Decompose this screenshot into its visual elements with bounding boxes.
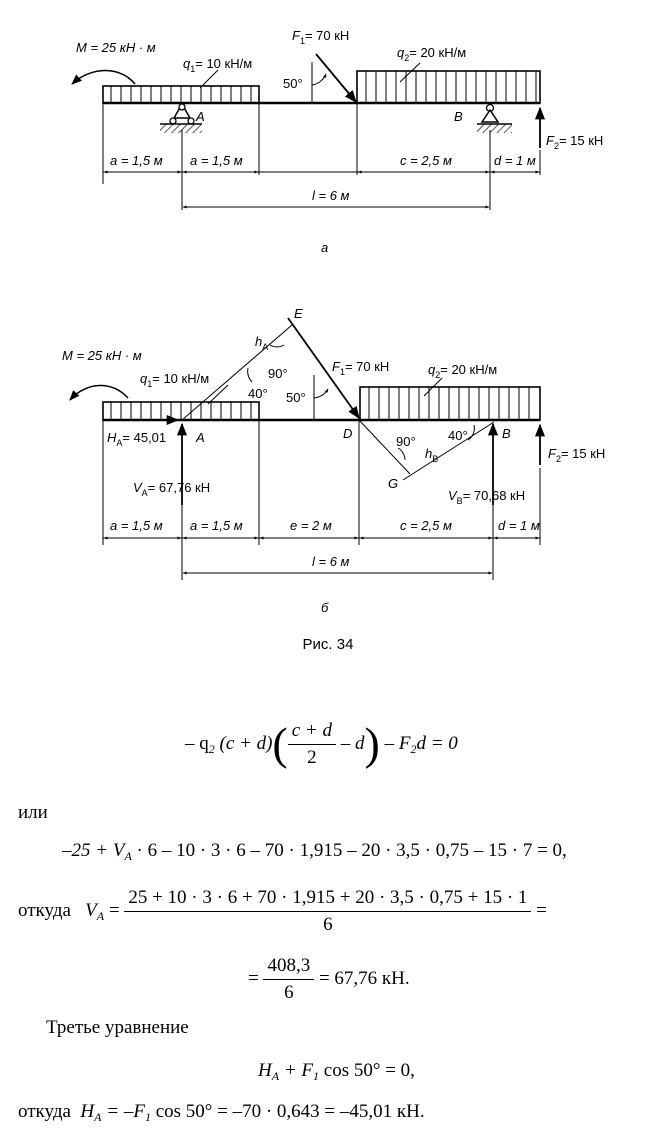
svg-text:c = 2,5 м: c = 2,5 м [400, 153, 452, 168]
q1-load-b [102, 401, 260, 421]
svg-text:F2= 15 кН: F2= 15 кН [548, 446, 605, 464]
svg-text:50°: 50° [286, 390, 306, 405]
line-a-e [181, 324, 293, 421]
svg-text:a = 1,5 м: a = 1,5 м [190, 518, 243, 533]
svg-text:VB= 70,68 кН: VB= 70,68 кН [448, 488, 525, 506]
svg-text:F1= 70 кН: F1= 70 кН [292, 28, 349, 46]
figure-caption: Рис. 34 [302, 636, 354, 653]
svg-text:q2= 20 кН/м: q2= 20 кН/м [397, 45, 466, 63]
svg-text:VA= 67,76 кН: VA= 67,76 кН [133, 480, 210, 498]
svg-text:e = 2 м: e = 2 м [290, 518, 332, 533]
svg-text:a = 1,5 м: a = 1,5 м [110, 153, 163, 168]
equation-numeric: –25 + VA · 6 – 10 · 3 · 6 – 70 · 1,915 –… [62, 840, 567, 863]
svg-text:90°: 90° [268, 366, 288, 381]
svg-text:F1= 70 кН: F1= 70 кН [332, 359, 389, 377]
svg-text:c = 2,5 м: c = 2,5 м [400, 518, 452, 533]
support-b-roller [477, 103, 512, 133]
svg-text:F2= 15 кН: F2= 15 кН [546, 133, 603, 151]
text-or: или [18, 802, 48, 823]
f1-arrow-b [287, 317, 360, 420]
f1-arrow-a [315, 53, 357, 103]
svg-text:l = 6 м: l = 6 м [312, 188, 350, 203]
figure-b: M = 25 кН · м q1= 10 кН/м q2= 20 кН/м F1… [62, 306, 605, 615]
svg-text:HA= 45,01: HA= 45,01 [107, 430, 166, 448]
svg-text:hA: hA [255, 334, 268, 352]
q1-load-a [102, 85, 260, 104]
svg-text:M = 25 кН · м: M = 25 кН · м [62, 348, 142, 363]
svg-text:q2= 20 кН/м: q2= 20 кН/м [428, 362, 497, 380]
equation-va: откуда VA = 25 + 10 · 3 · 6 + 70 · 1,915… [18, 887, 547, 935]
equation-horizontal: HA + F1 cos 50° = 0, [258, 1060, 415, 1083]
svg-text:90°: 90° [396, 434, 416, 449]
moment-arc-a [71, 69, 136, 85]
equation-ha: откуда HA = –F1 cos 50° = –70 · 0,643 = … [18, 1101, 425, 1124]
figure-a: M = 25 кН · м q1= 10 кН/м q2= 20 кН/м F1… [71, 28, 603, 255]
point-a-label: A [195, 109, 205, 124]
svg-text:40°: 40° [448, 428, 468, 443]
moment-label-a: M = 25 кН · м [76, 40, 156, 55]
text-third-equation: Третье уравнение [46, 1017, 189, 1038]
point-e-label: E [294, 306, 303, 321]
svg-text:M = 25 кН · м: M = 25 кН · м [76, 40, 156, 55]
moment-arc-b [69, 384, 129, 401]
caption-b: б [321, 600, 329, 615]
svg-text:hB: hB [425, 446, 438, 464]
svg-text:l = 6 м: l = 6 м [312, 554, 350, 569]
svg-text:40°: 40° [248, 386, 268, 401]
svg-text:q1= 10 кН/м: q1= 10 кН/м [183, 56, 252, 74]
line-g-b [402, 421, 495, 481]
svg-text:d = 1 м: d = 1 м [494, 153, 536, 168]
q2-load-a [356, 70, 541, 104]
point-g-label: G [388, 476, 398, 491]
angle-50-a: 50° [283, 76, 303, 91]
caption-a: а [321, 240, 328, 255]
point-b-label: B [454, 109, 463, 124]
line-d-g [358, 419, 411, 475]
svg-text:d = 1 м: d = 1 м [498, 518, 540, 533]
point-b-label-b: B [502, 426, 511, 441]
svg-text:a = 1,5 м: a = 1,5 м [190, 153, 243, 168]
support-a-pin [160, 102, 202, 133]
moment-label-b: M = 25 кН · м [62, 348, 142, 363]
svg-text:q1= 10 кН/м: q1= 10 кН/м [140, 371, 209, 389]
q2-load-b [359, 386, 541, 421]
point-d-label: D [343, 426, 352, 441]
point-a-label-b: A [195, 430, 205, 445]
svg-text:a = 1,5 м: a = 1,5 м [110, 518, 163, 533]
beam-figures: M = 25 кН · м q1= 10 кН/м q2= 20 кН/м F1… [62, 28, 605, 615]
